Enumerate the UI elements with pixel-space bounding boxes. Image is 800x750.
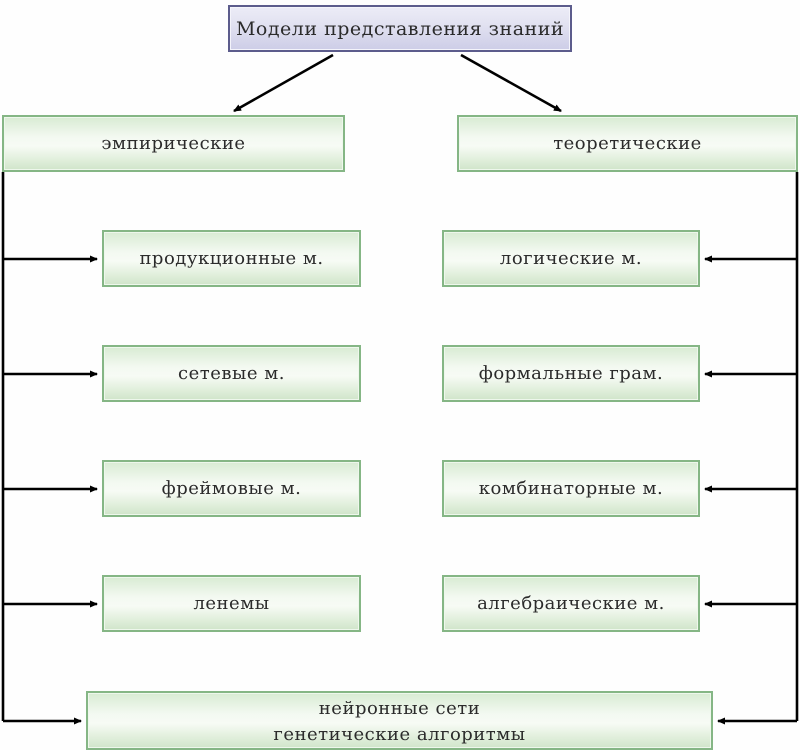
node-production-models: продукционные м.	[102, 230, 361, 287]
node-branch-empirical-label: эмпирические	[101, 133, 246, 154]
node-label: логические м.	[499, 248, 643, 269]
node-neural-label: нейронные сети	[318, 698, 481, 719]
node-label: сетевые м.	[178, 363, 285, 384]
node-logic-models: логические м.	[442, 230, 700, 287]
node-algebraic-models: алгебраические м.	[442, 575, 700, 632]
node-formal-grammars: формальные грам.	[442, 345, 700, 402]
node-root-label: Модели представления знаний	[235, 17, 565, 40]
node-frame-models: фреймовые м.	[102, 460, 361, 517]
node-label: ленемы	[193, 593, 270, 614]
node-branch-empirical: эмпирические	[2, 115, 345, 172]
node-lenemy: ленемы	[102, 575, 361, 632]
node-network-models: сетевые м.	[102, 345, 361, 402]
connector-root-to-left-branch	[233, 53, 334, 113]
node-label: комбинаторные м.	[478, 478, 664, 499]
node-branch-theoretical-label: теоретические	[553, 133, 702, 154]
node-label: продукционные м.	[139, 248, 324, 269]
node-root: Модели представления знаний	[228, 5, 572, 52]
node-label: алгебраические м.	[477, 593, 665, 614]
connector-root-to-right-branch	[460, 53, 562, 113]
node-label: фреймовые м.	[161, 478, 302, 499]
node-label: формальные грам.	[478, 363, 664, 384]
node-branch-theoretical: теоретические	[457, 115, 798, 172]
node-genetic-label: генетические алгоритмы	[273, 724, 526, 745]
node-neural-genetic: нейронные сети генетические алгоритмы	[86, 691, 713, 750]
node-combinatorial-models: комбинаторные м.	[442, 460, 700, 517]
